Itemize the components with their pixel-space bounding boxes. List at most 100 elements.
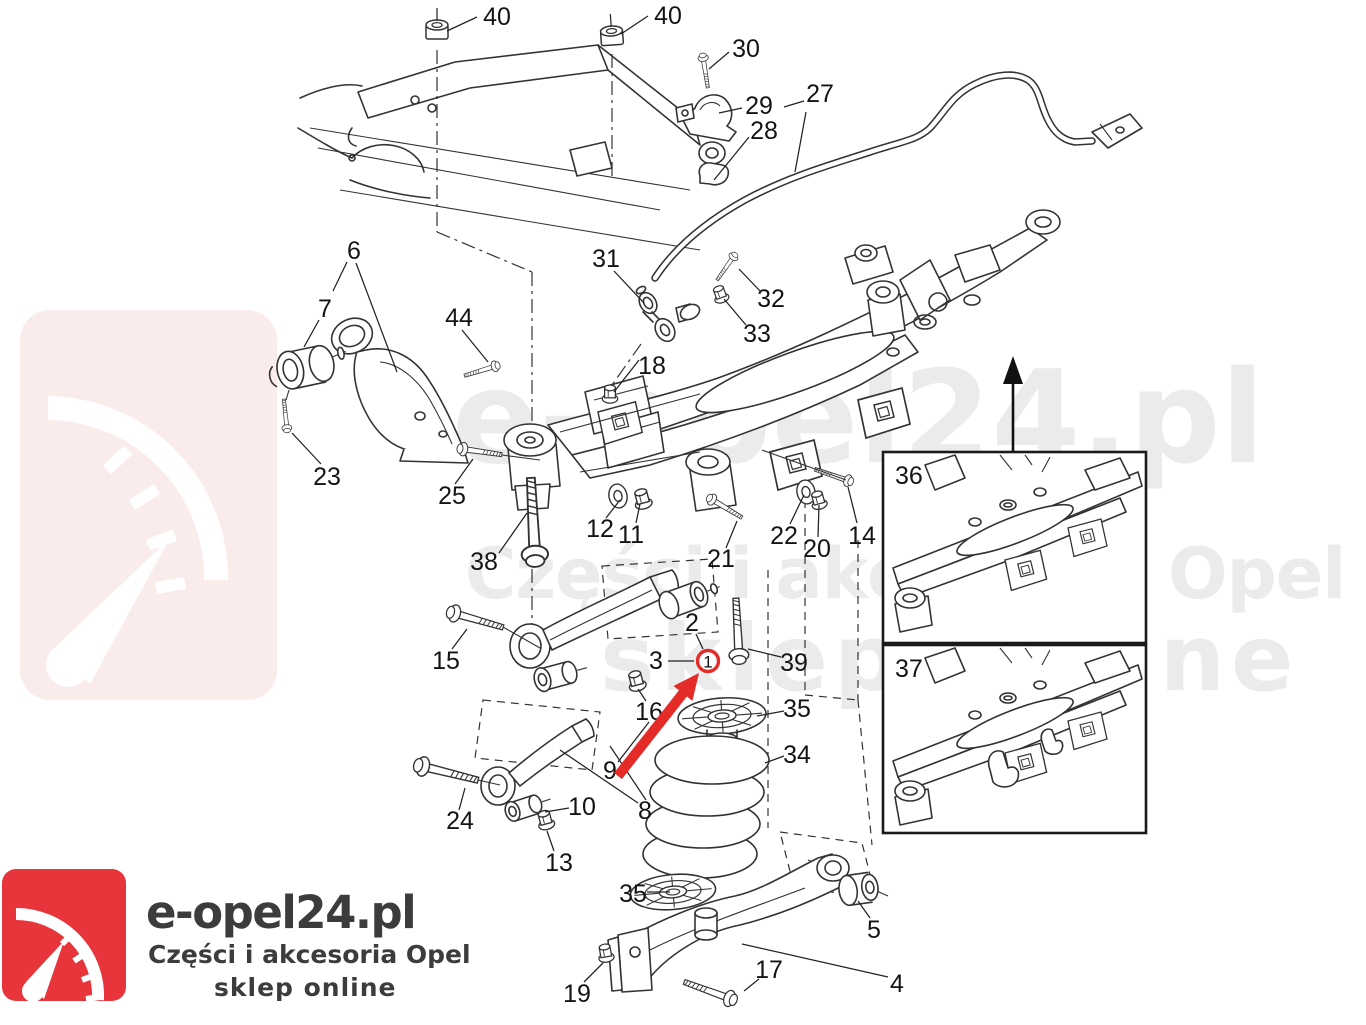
stabilizer-clamp-bracket xyxy=(675,94,737,142)
body-frame xyxy=(297,7,701,251)
part-label-12: 12 xyxy=(586,515,614,543)
part-label-35: 35 xyxy=(783,695,811,723)
part-label-17: 17 xyxy=(755,956,783,984)
part-label-6: 6 xyxy=(347,237,361,265)
leader-line-34 xyxy=(764,755,785,764)
lower-arm-body xyxy=(627,853,847,987)
leader-line-2 xyxy=(695,633,704,650)
part-label-27: 27 xyxy=(806,80,834,108)
inset-label-37: 37 xyxy=(895,655,923,683)
part-label-18: 18 xyxy=(638,352,666,380)
toe-link-group xyxy=(480,718,595,833)
part-label-9: 9 xyxy=(603,757,617,785)
subframe-upper-brackets xyxy=(844,244,1001,321)
leader-line-18 xyxy=(613,359,640,393)
inset-pointer-arrow xyxy=(1003,356,1023,451)
leader-line-20 xyxy=(817,504,820,538)
part-label-13: 13 xyxy=(545,849,573,877)
leader-line-40 xyxy=(446,16,478,32)
leader-line-8 xyxy=(609,745,647,801)
subframe-mount-center xyxy=(685,448,737,512)
spring-group xyxy=(628,694,770,914)
leader-line-31 xyxy=(613,270,645,304)
subframe-mount-rear xyxy=(866,280,906,337)
watermark-logo-square xyxy=(20,310,277,700)
part-label-2: 2 xyxy=(685,609,699,637)
part-label-23: 23 xyxy=(313,463,341,491)
part-label-31: 31 xyxy=(592,245,620,273)
lower-arm-group xyxy=(595,853,889,993)
leader-lines xyxy=(291,15,889,992)
part-label-8: 8 xyxy=(638,797,652,825)
inset-label-36: 36 xyxy=(895,462,923,490)
leader-line-4 xyxy=(741,943,889,978)
leader-line-15 xyxy=(451,628,468,650)
subframe xyxy=(503,209,1061,512)
camber-bushing-outer xyxy=(658,580,720,620)
upper-arm-body xyxy=(353,348,465,456)
part-label-32: 32 xyxy=(757,285,785,313)
leader-line-27 xyxy=(783,100,805,108)
part-label-34: 34 xyxy=(783,741,811,769)
leader-line-24 xyxy=(458,787,466,811)
part-label-40: 40 xyxy=(654,2,682,30)
stabilizer-end-link xyxy=(635,285,701,343)
part-label-30: 30 xyxy=(732,35,760,63)
part-label-29: 29 xyxy=(745,92,773,120)
leader-line-14 xyxy=(847,486,858,524)
leader-line-5 xyxy=(857,900,871,919)
bump-stop xyxy=(694,907,718,941)
leader-line-35 xyxy=(756,710,785,717)
leader-line-9 xyxy=(617,721,650,763)
part-label-24: 24 xyxy=(446,807,474,835)
leader-line-13 xyxy=(546,830,555,852)
part-label-19: 19 xyxy=(563,980,591,1008)
leader-line-19 xyxy=(583,962,604,983)
leader-line-17 xyxy=(743,978,760,992)
part-label-28: 28 xyxy=(750,117,778,145)
part-label-40: 40 xyxy=(483,3,511,31)
leader-line-30 xyxy=(708,51,730,70)
leader-line-28 xyxy=(713,136,750,181)
camber-bushing-inner xyxy=(533,660,588,693)
highlight-layer: 1 xyxy=(614,648,721,780)
coil-spring xyxy=(642,735,770,879)
part-label-33: 33 xyxy=(743,320,771,348)
toe-link-bushing xyxy=(504,794,551,822)
leader-line-39 xyxy=(747,648,782,658)
part-label-5: 5 xyxy=(867,916,881,944)
leader-line-8 xyxy=(559,749,639,804)
part-label-4: 4 xyxy=(890,970,904,998)
toe-link-body xyxy=(508,725,583,787)
leader-line-10 xyxy=(544,807,570,813)
part-label-15: 15 xyxy=(432,647,460,675)
highlighted-part-number: 1 xyxy=(703,653,712,672)
stabilizer-clip xyxy=(698,162,730,186)
highlight-arrow xyxy=(614,673,699,780)
leader-line-21 xyxy=(725,520,738,549)
fasteners xyxy=(278,51,856,1010)
leader-line-44 xyxy=(461,329,489,363)
leader-line-7 xyxy=(303,319,320,348)
upper-trailing-arm-group xyxy=(268,317,469,464)
speedometer-icon xyxy=(15,907,105,1002)
part-label-14: 14 xyxy=(848,522,876,550)
inset-37-clips xyxy=(987,728,1064,788)
highlight-circle xyxy=(695,648,721,674)
leader-line-6 xyxy=(332,261,348,292)
leader-line-38 xyxy=(498,512,528,554)
part-label-35: 35 xyxy=(619,880,647,908)
part-label-22: 22 xyxy=(770,522,798,550)
brand-logo: e-opel24.pl Części i akcesoria Opel skle… xyxy=(2,869,471,1002)
part-label-44: 44 xyxy=(445,304,473,332)
leader-line-29 xyxy=(718,107,743,114)
leader-line-16 xyxy=(637,688,647,702)
part-label-39: 39 xyxy=(780,649,808,677)
part-label-11: 11 xyxy=(618,521,644,549)
part-label-25: 25 xyxy=(438,482,466,510)
leader-line-33 xyxy=(723,298,747,326)
stabilizer-bar-group xyxy=(635,71,1143,343)
subframe-mount-front-left xyxy=(503,423,561,511)
